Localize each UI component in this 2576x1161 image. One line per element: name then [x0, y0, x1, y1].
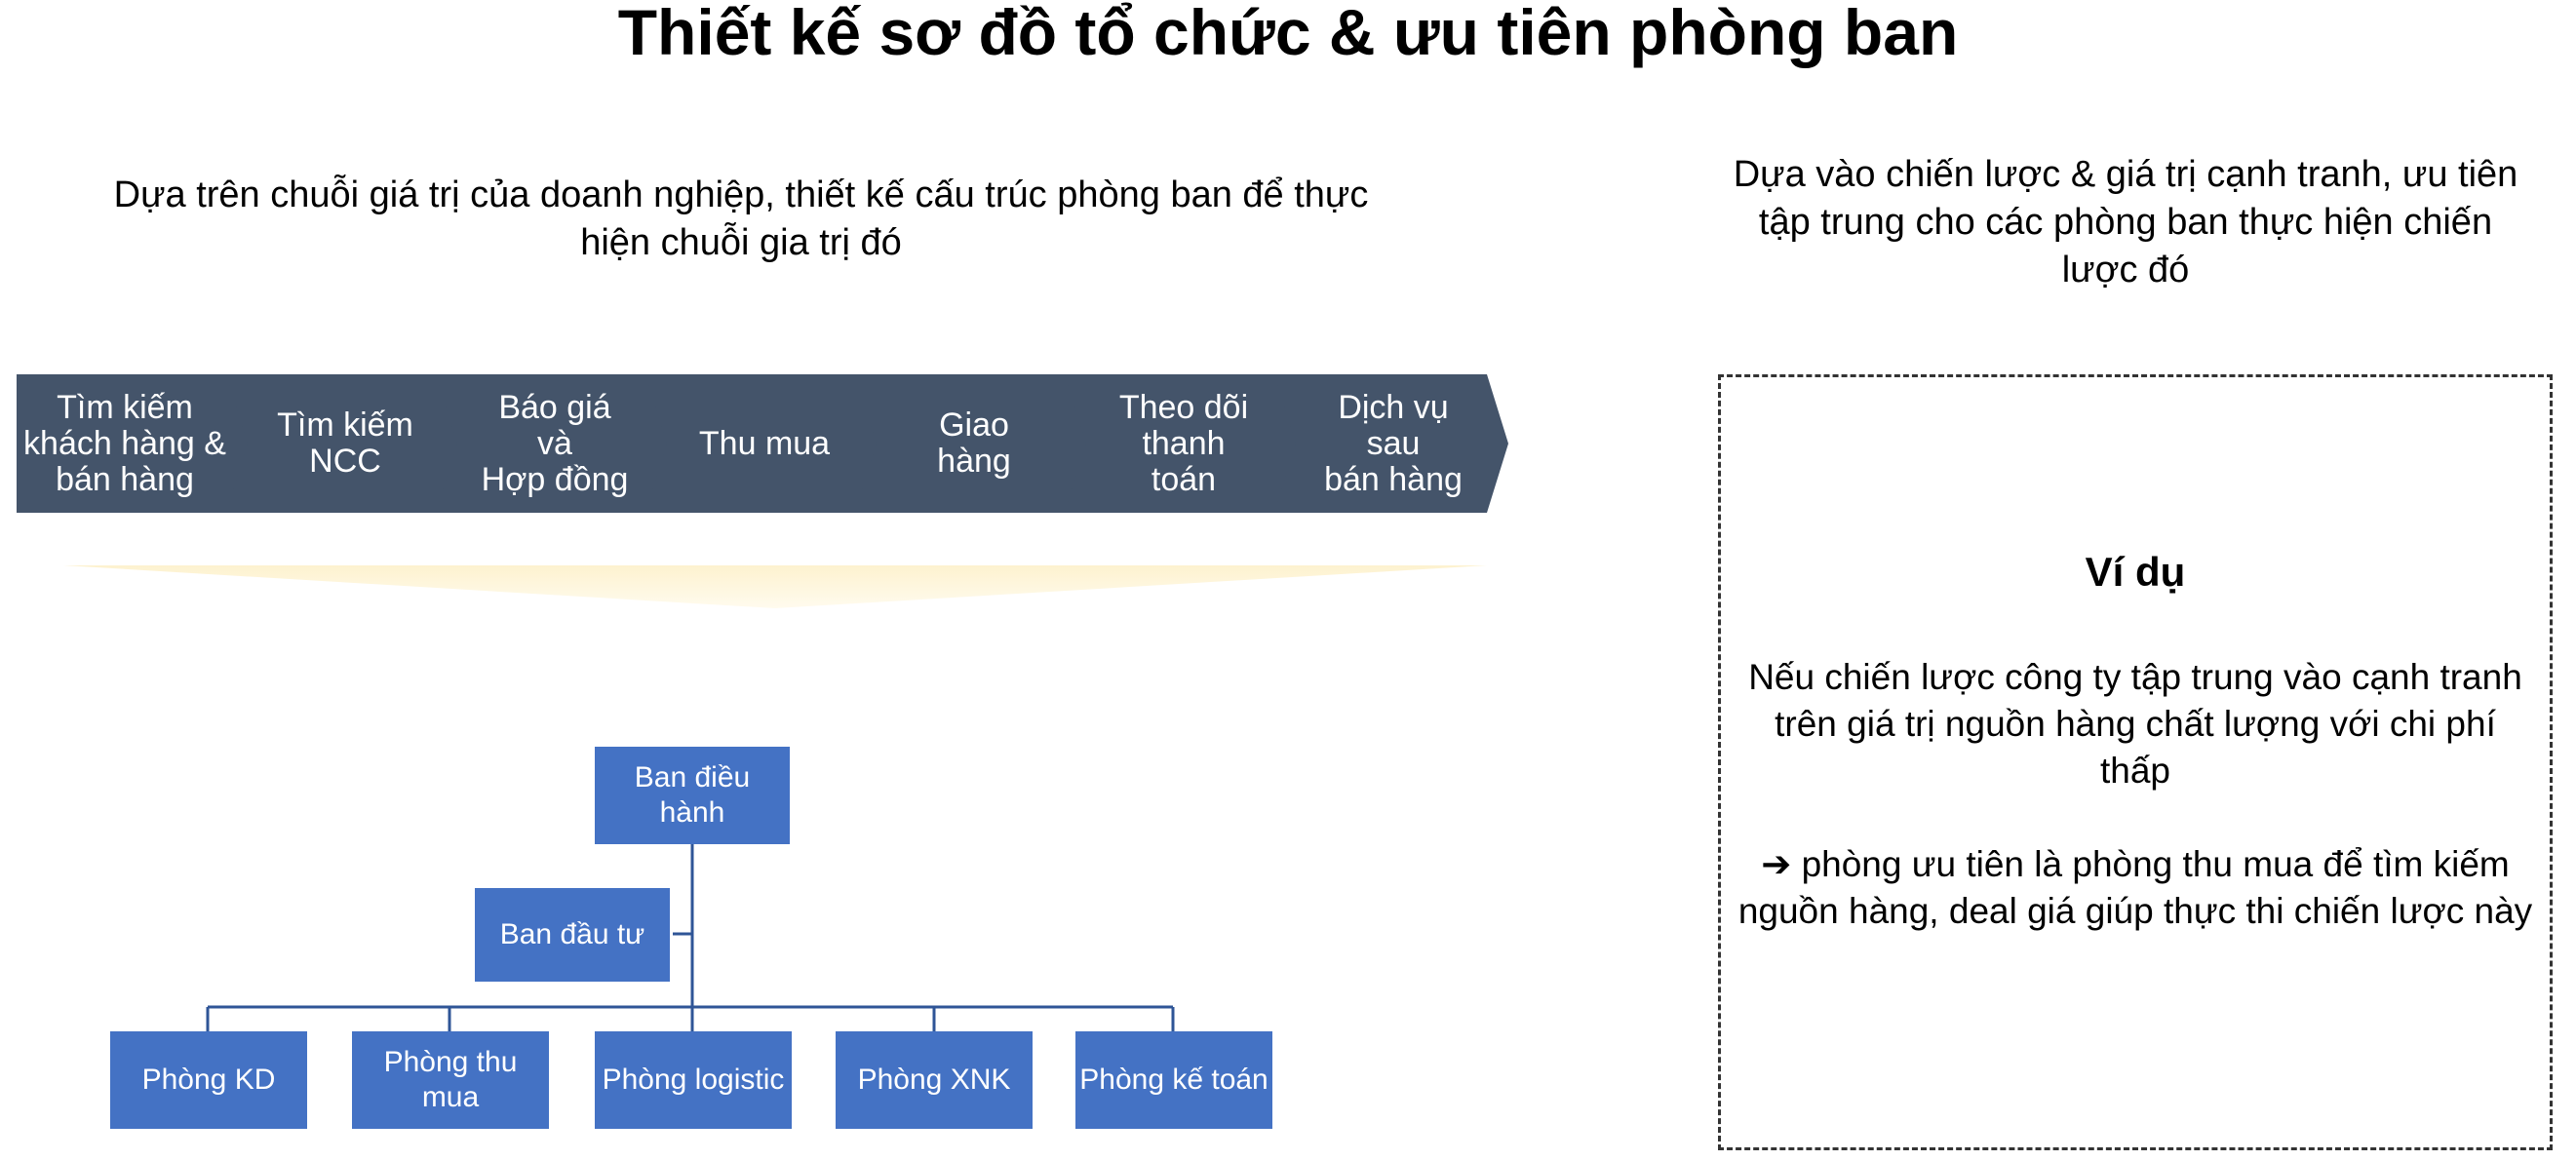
page-title: Thiết kế sơ đồ tổ chức & ưu tiên phòng b… [617, 0, 1959, 68]
value-chain-step-line: khách hàng & [23, 424, 226, 462]
value-chain-step-line: Hợp đồng [481, 460, 629, 498]
value-chain-intro: Dựa trên chuỗi giá trị của doanh nghiệp,… [113, 174, 1369, 263]
org-box-investment-board: Ban đầu tư [475, 888, 670, 982]
value-chain-step-line: Báo giá [498, 388, 611, 426]
value-chain-step-7 [1274, 374, 1508, 513]
value-chain-step-line: Giao [939, 406, 1009, 444]
arrow-right-icon: ➔ [1761, 844, 1792, 884]
value-chain-step-line: Dịch vụ [1338, 388, 1449, 426]
org-box-logistics: Phòng logistic [595, 1031, 792, 1129]
value-chain-step-line: thanh [1142, 424, 1226, 462]
value-chain-step-line: toán [1151, 460, 1217, 498]
value-chain-step-line: bán hàng [1324, 460, 1463, 498]
example-title: Ví dụ [2085, 549, 2186, 595]
value-chain-step-line: Tìm kiếm [277, 406, 413, 444]
org-box-import-export: Phòng XNK [836, 1031, 1033, 1129]
value-chain-step-text: Thu mua [698, 424, 831, 462]
org-box-accounting: Phòng kế toán [1075, 1031, 1272, 1129]
example-box [1718, 374, 2553, 1150]
value-chain-step-line: hàng [937, 443, 1011, 480]
example-conclusion: ➔ phòng ưu tiên là phòng thu mua để tìm … [1731, 841, 2540, 935]
org-box-sales: Phòng KD [110, 1031, 307, 1129]
value-chain-step-line: bán hàng [56, 460, 194, 498]
value-chain-step-line: NCC [309, 443, 381, 480]
value-chain-step-6 [1065, 374, 1299, 513]
example-condition: Nếu chiến lược công ty tập trung vào cạn… [1748, 657, 2522, 791]
example-conclusion-text: phòng ưu tiên là phòng thu mua để tìm ki… [1737, 844, 2533, 931]
value-chain-step-line: Theo dõi [1118, 388, 1249, 426]
org-box-purchasing: Phòng thu mua [352, 1031, 549, 1129]
value-chain-step-5 [855, 374, 1089, 513]
value-chain-step-label: Thu mua [667, 374, 862, 513]
value-chain-step-line: Tìm kiếm [57, 388, 193, 426]
value-chain-step-2 [226, 374, 460, 513]
org-box-executive-board: Ban điều hành [595, 747, 790, 844]
value-chain-step-line: và [537, 424, 572, 462]
value-chain-step-3 [436, 374, 670, 513]
strategy-intro: Dựa vào chiến lược & giá trị cạnh tranh,… [1733, 154, 2518, 290]
value-chain-step-1 [17, 374, 251, 513]
value-chain-step-4 [645, 374, 879, 513]
value-chain-step-line: sau [1366, 424, 1421, 462]
value-chain-step-line: Thu mua [698, 424, 831, 462]
